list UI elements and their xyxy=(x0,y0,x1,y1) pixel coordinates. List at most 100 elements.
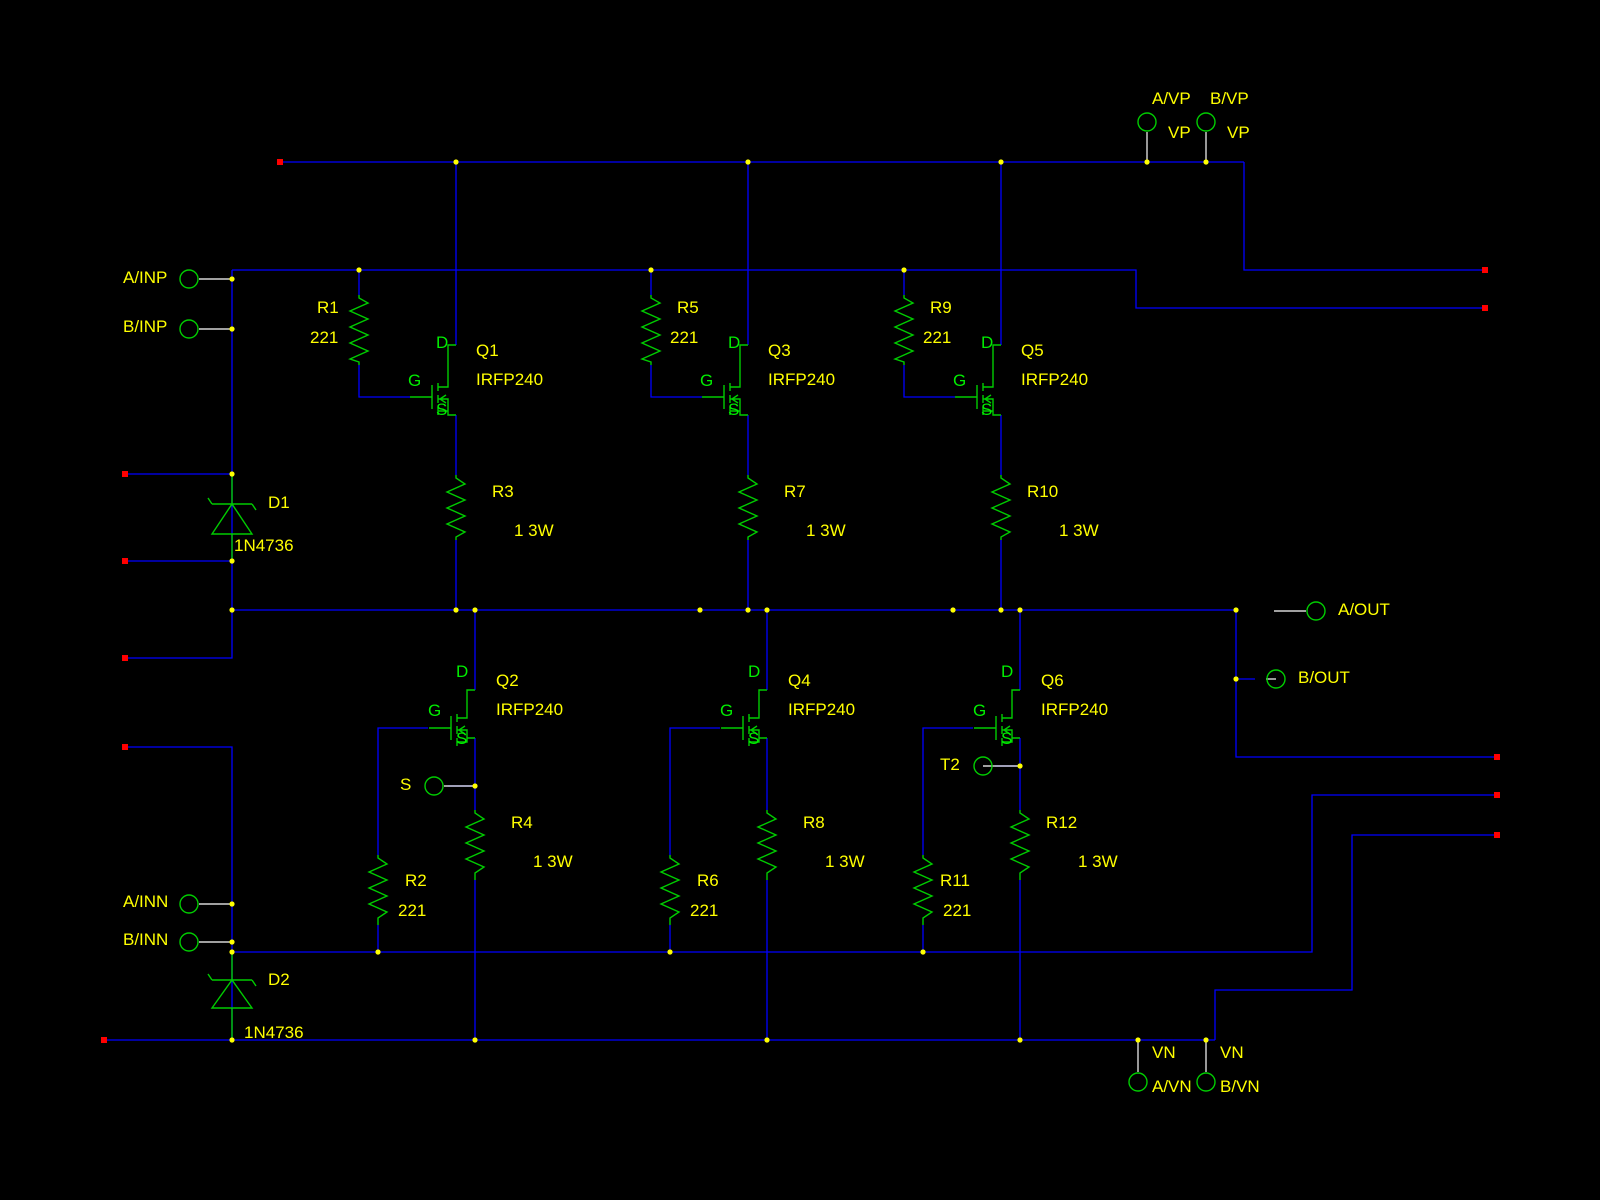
q6-pin-g: G xyxy=(973,701,986,720)
d2-part: 1N4736 xyxy=(244,1023,304,1042)
q3-pin-d: D xyxy=(728,333,740,352)
q4-pin-d: D xyxy=(748,662,760,681)
port-label-s: S xyxy=(400,775,411,794)
wire-left-bus xyxy=(125,270,233,659)
offpage-marker[interactable] xyxy=(1494,832,1500,838)
resistor-r8-body xyxy=(756,810,778,880)
port-aout-circle[interactable] xyxy=(1306,601,1326,621)
q4-pin-g: G xyxy=(720,701,733,720)
q6-pin-d: D xyxy=(1001,662,1013,681)
d1-ref: D1 xyxy=(268,493,290,512)
resistor-r1-body xyxy=(348,295,370,365)
r2-ref: R2 xyxy=(405,871,427,890)
resistor-r5-body xyxy=(640,295,662,365)
port-avn-circle[interactable] xyxy=(1128,1072,1148,1092)
port-label-bvp: B/VP xyxy=(1210,89,1249,108)
r9-ref: R9 xyxy=(930,298,952,317)
q1-part: IRFP240 xyxy=(476,370,543,389)
r10-ref: R10 xyxy=(1027,482,1058,501)
q2-pin-g: G xyxy=(428,701,441,720)
d2-ref: D2 xyxy=(268,970,290,989)
port-label-binn: B/INN xyxy=(123,930,168,949)
offpage-marker[interactable] xyxy=(1482,267,1488,273)
mosfet-q2-symbol xyxy=(429,689,475,746)
offpage-marker[interactable] xyxy=(1482,305,1488,311)
offpage-marker[interactable] xyxy=(122,655,128,661)
resistor-r12-body xyxy=(1009,810,1031,880)
resistor-r3-body xyxy=(445,475,467,540)
r7-ref: R7 xyxy=(784,482,806,501)
r4-ref: R4 xyxy=(511,813,533,832)
port-avp-circle[interactable] xyxy=(1137,112,1157,132)
offpage-marker[interactable] xyxy=(1494,754,1500,760)
port-circles xyxy=(179,112,1326,1092)
r3-value: 1 3W xyxy=(514,521,554,540)
port-label-avn: A/VN xyxy=(1152,1077,1192,1096)
wires xyxy=(104,161,1497,1041)
resistor-r4-body xyxy=(464,810,486,880)
port-net-bvn: VN xyxy=(1220,1043,1244,1062)
q3-ref: Q3 xyxy=(768,341,791,360)
r1-value: 221 xyxy=(310,328,338,347)
offpage-markers xyxy=(101,159,1500,1043)
mosfets xyxy=(410,344,1020,746)
port-ainn-circle[interactable] xyxy=(179,894,199,914)
port-label-bout: B/OUT xyxy=(1298,668,1350,687)
r11-value: 221 xyxy=(943,901,971,920)
r11-ref: R11 xyxy=(940,871,970,890)
r7-value: 1 3W xyxy=(806,521,846,540)
port-label-aout: A/OUT xyxy=(1338,600,1390,619)
q1-pin-d: D xyxy=(436,333,448,352)
offpage-marker[interactable] xyxy=(101,1037,107,1043)
port-label-ainn: A/INN xyxy=(123,892,168,911)
r9-value: 221 xyxy=(923,328,951,347)
mosfet-q6-symbol xyxy=(974,689,1020,746)
q3-part: IRFP240 xyxy=(768,370,835,389)
port-net-avn: VN xyxy=(1152,1043,1176,1062)
r8-ref: R8 xyxy=(803,813,825,832)
q5-pin-s: S xyxy=(981,400,992,419)
r8-value: 1 3W xyxy=(825,852,865,871)
q2-pin-s: S xyxy=(456,729,467,748)
port-s-circle[interactable] xyxy=(424,776,444,796)
port-leads xyxy=(199,132,1306,1072)
port-bvp-circle[interactable] xyxy=(1196,112,1216,132)
port-bvn-circle[interactable] xyxy=(1196,1072,1216,1092)
r3-ref: R3 xyxy=(492,482,514,501)
port-bout-circle[interactable] xyxy=(1266,669,1286,689)
q2-part: IRFP240 xyxy=(496,700,563,719)
diode-d1-symbol xyxy=(207,474,257,561)
offpage-marker[interactable] xyxy=(122,471,128,477)
q6-ref: Q6 xyxy=(1041,671,1064,690)
r5-ref: R5 xyxy=(677,298,699,317)
resistor-r7-body xyxy=(737,475,759,540)
offpage-marker[interactable] xyxy=(122,744,128,750)
offpage-marker[interactable] xyxy=(277,159,283,165)
resistor-r6-body xyxy=(659,855,681,925)
r6-value: 221 xyxy=(690,901,718,920)
wire-inp-rail xyxy=(232,269,1485,309)
r6-ref: R6 xyxy=(697,871,719,890)
port-ainp-circle[interactable] xyxy=(179,269,199,289)
q4-pin-s: S xyxy=(748,729,759,748)
q1-pin-s: S xyxy=(436,400,447,419)
q4-ref: Q4 xyxy=(788,671,811,690)
r4-value: 1 3W xyxy=(533,852,573,871)
mosfet-q1-symbol xyxy=(410,344,456,416)
q5-ref: Q5 xyxy=(1021,341,1044,360)
r12-value: 1 3W xyxy=(1078,852,1118,871)
port-label-avp: A/VP xyxy=(1152,89,1191,108)
offpage-marker[interactable] xyxy=(122,558,128,564)
offpage-marker[interactable] xyxy=(1494,792,1500,798)
wire-inn-rail xyxy=(232,794,1497,953)
port-net-bvp: VP xyxy=(1227,123,1250,142)
q1-pin-g: G xyxy=(408,371,421,390)
r10-value: 1 3W xyxy=(1059,521,1099,540)
port-binn-circle[interactable] xyxy=(179,932,199,952)
port-label-binp: B/INP xyxy=(123,317,167,336)
port-t2-circle[interactable] xyxy=(973,756,993,776)
port-binp-circle[interactable] xyxy=(179,319,199,339)
port-label-bvn: B/VN xyxy=(1220,1077,1260,1096)
d1-part: 1N4736 xyxy=(234,536,294,555)
